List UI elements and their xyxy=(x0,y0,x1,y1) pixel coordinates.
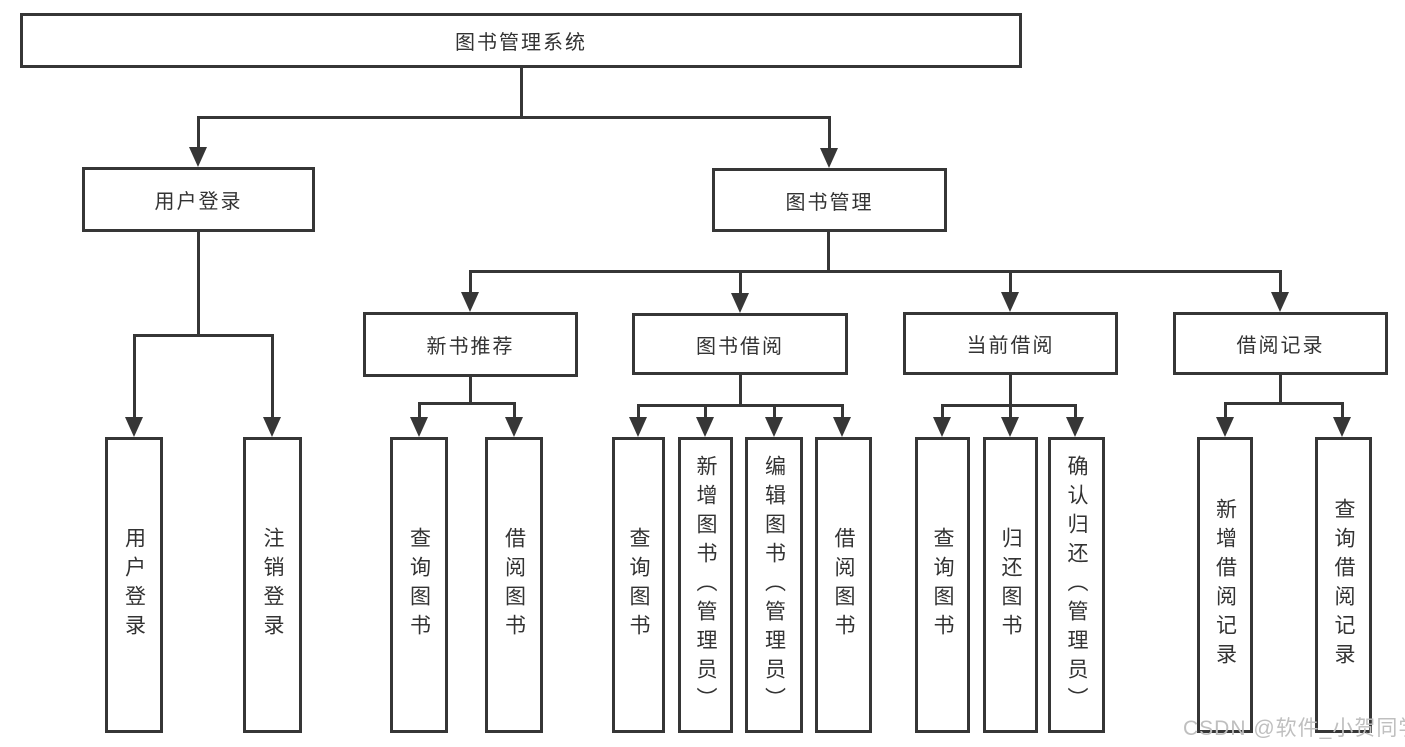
node-new-book-recommend: 新书推荐 xyxy=(363,312,578,377)
connector-line xyxy=(827,232,830,273)
connector-line xyxy=(637,404,844,407)
leaf-label: 借阅图书 xyxy=(832,527,855,643)
connector-line xyxy=(469,270,1282,273)
arrow-down-icon xyxy=(1001,292,1019,312)
leaf-label: 新增图书（管理员） xyxy=(694,454,717,716)
leaf-query-books-recommend: 查询图书 xyxy=(390,437,448,733)
connector-line xyxy=(1279,375,1282,404)
leaf-user-login: 用户登录 xyxy=(105,437,163,733)
arrow-down-icon xyxy=(629,417,647,437)
connector-line xyxy=(1074,404,1077,425)
node-library-system: 图书管理系统 xyxy=(20,13,1022,68)
connector-line xyxy=(637,404,640,425)
arrow-down-icon xyxy=(731,293,749,313)
connector-line xyxy=(841,404,844,425)
connector-line xyxy=(271,334,274,425)
arrow-down-icon xyxy=(461,292,479,312)
connector-line xyxy=(1009,375,1012,407)
connector-line xyxy=(197,116,200,150)
leaf-return-book: 归还图书 xyxy=(983,437,1038,733)
arrow-down-icon xyxy=(125,417,143,437)
connector-line xyxy=(773,404,776,425)
connector-line xyxy=(133,334,274,337)
arrow-down-icon xyxy=(820,148,838,168)
leaf-label: 编辑图书（管理员） xyxy=(762,454,786,716)
node-borrow-records: 借阅记录 xyxy=(1173,312,1388,375)
leaf-query-books-borrow: 查询图书 xyxy=(612,437,665,733)
connector-line xyxy=(197,116,830,119)
leaf-label: 注销登录 xyxy=(261,527,284,643)
arrow-down-icon xyxy=(505,417,523,437)
connector-line xyxy=(1224,402,1344,405)
leaf-label: 查询图书 xyxy=(407,527,431,643)
leaf-confirm-return-admin: 确认归还（管理员） xyxy=(1048,437,1105,733)
arrow-down-icon xyxy=(933,417,951,437)
connector-line xyxy=(941,404,944,425)
leaf-label: 归还图书 xyxy=(999,527,1022,643)
leaf-label: 查询图书 xyxy=(627,527,650,643)
leaf-query-borrow-record: 查询借阅记录 xyxy=(1315,437,1372,733)
connector-line xyxy=(1341,402,1344,425)
connector-line xyxy=(704,404,707,425)
connector-line xyxy=(739,270,742,295)
arrow-down-icon xyxy=(696,417,714,437)
leaf-label: 借阅图书 xyxy=(502,527,526,643)
watermark: CSDN @软件_小贺同学 xyxy=(1183,717,1405,740)
arrow-down-icon xyxy=(833,417,851,437)
leaf-add-borrow-record: 新增借阅记录 xyxy=(1197,437,1253,733)
leaf-query-books-current: 查询图书 xyxy=(915,437,970,733)
leaf-label: 查询借阅记录 xyxy=(1332,498,1355,672)
connector-line xyxy=(418,402,515,405)
leaf-borrow-books-recommend: 借阅图书 xyxy=(485,437,543,733)
connector-line xyxy=(1009,270,1012,295)
arrow-down-icon xyxy=(1216,417,1234,437)
connector-line xyxy=(513,402,516,425)
connector-line xyxy=(1279,270,1282,295)
connector-line xyxy=(133,334,136,425)
connector-line xyxy=(418,402,421,425)
connector-line xyxy=(739,375,742,407)
leaf-label: 确认归还（管理员） xyxy=(1065,454,1088,716)
connector-line xyxy=(197,232,200,337)
connector-line xyxy=(1224,402,1227,425)
leaf-label: 用户登录 xyxy=(122,527,146,643)
node-book-management: 图书管理 xyxy=(712,168,947,232)
leaf-logout: 注销登录 xyxy=(243,437,302,733)
connector-line xyxy=(828,116,831,150)
arrow-down-icon xyxy=(765,417,783,437)
leaf-label: 查询图书 xyxy=(931,527,954,643)
connector-line xyxy=(1009,404,1012,425)
arrow-down-icon xyxy=(1001,417,1019,437)
connector-line xyxy=(469,270,472,295)
arrow-down-icon xyxy=(189,147,207,167)
arrow-down-icon xyxy=(410,417,428,437)
leaf-edit-book-admin: 编辑图书（管理员） xyxy=(745,437,803,733)
arrow-down-icon xyxy=(1333,417,1351,437)
leaf-label: 新增借阅记录 xyxy=(1213,498,1237,672)
arrow-down-icon xyxy=(263,417,281,437)
node-user-login: 用户登录 xyxy=(82,167,315,232)
connector-line xyxy=(520,68,523,118)
node-book-borrow: 图书借阅 xyxy=(632,313,848,375)
leaf-add-book-admin: 新增图书（管理员） xyxy=(678,437,733,733)
arrow-down-icon xyxy=(1271,292,1289,312)
node-current-borrow: 当前借阅 xyxy=(903,312,1118,375)
arrow-down-icon xyxy=(1066,417,1084,437)
connector-line xyxy=(469,377,472,405)
leaf-borrow-books: 借阅图书 xyxy=(815,437,872,733)
